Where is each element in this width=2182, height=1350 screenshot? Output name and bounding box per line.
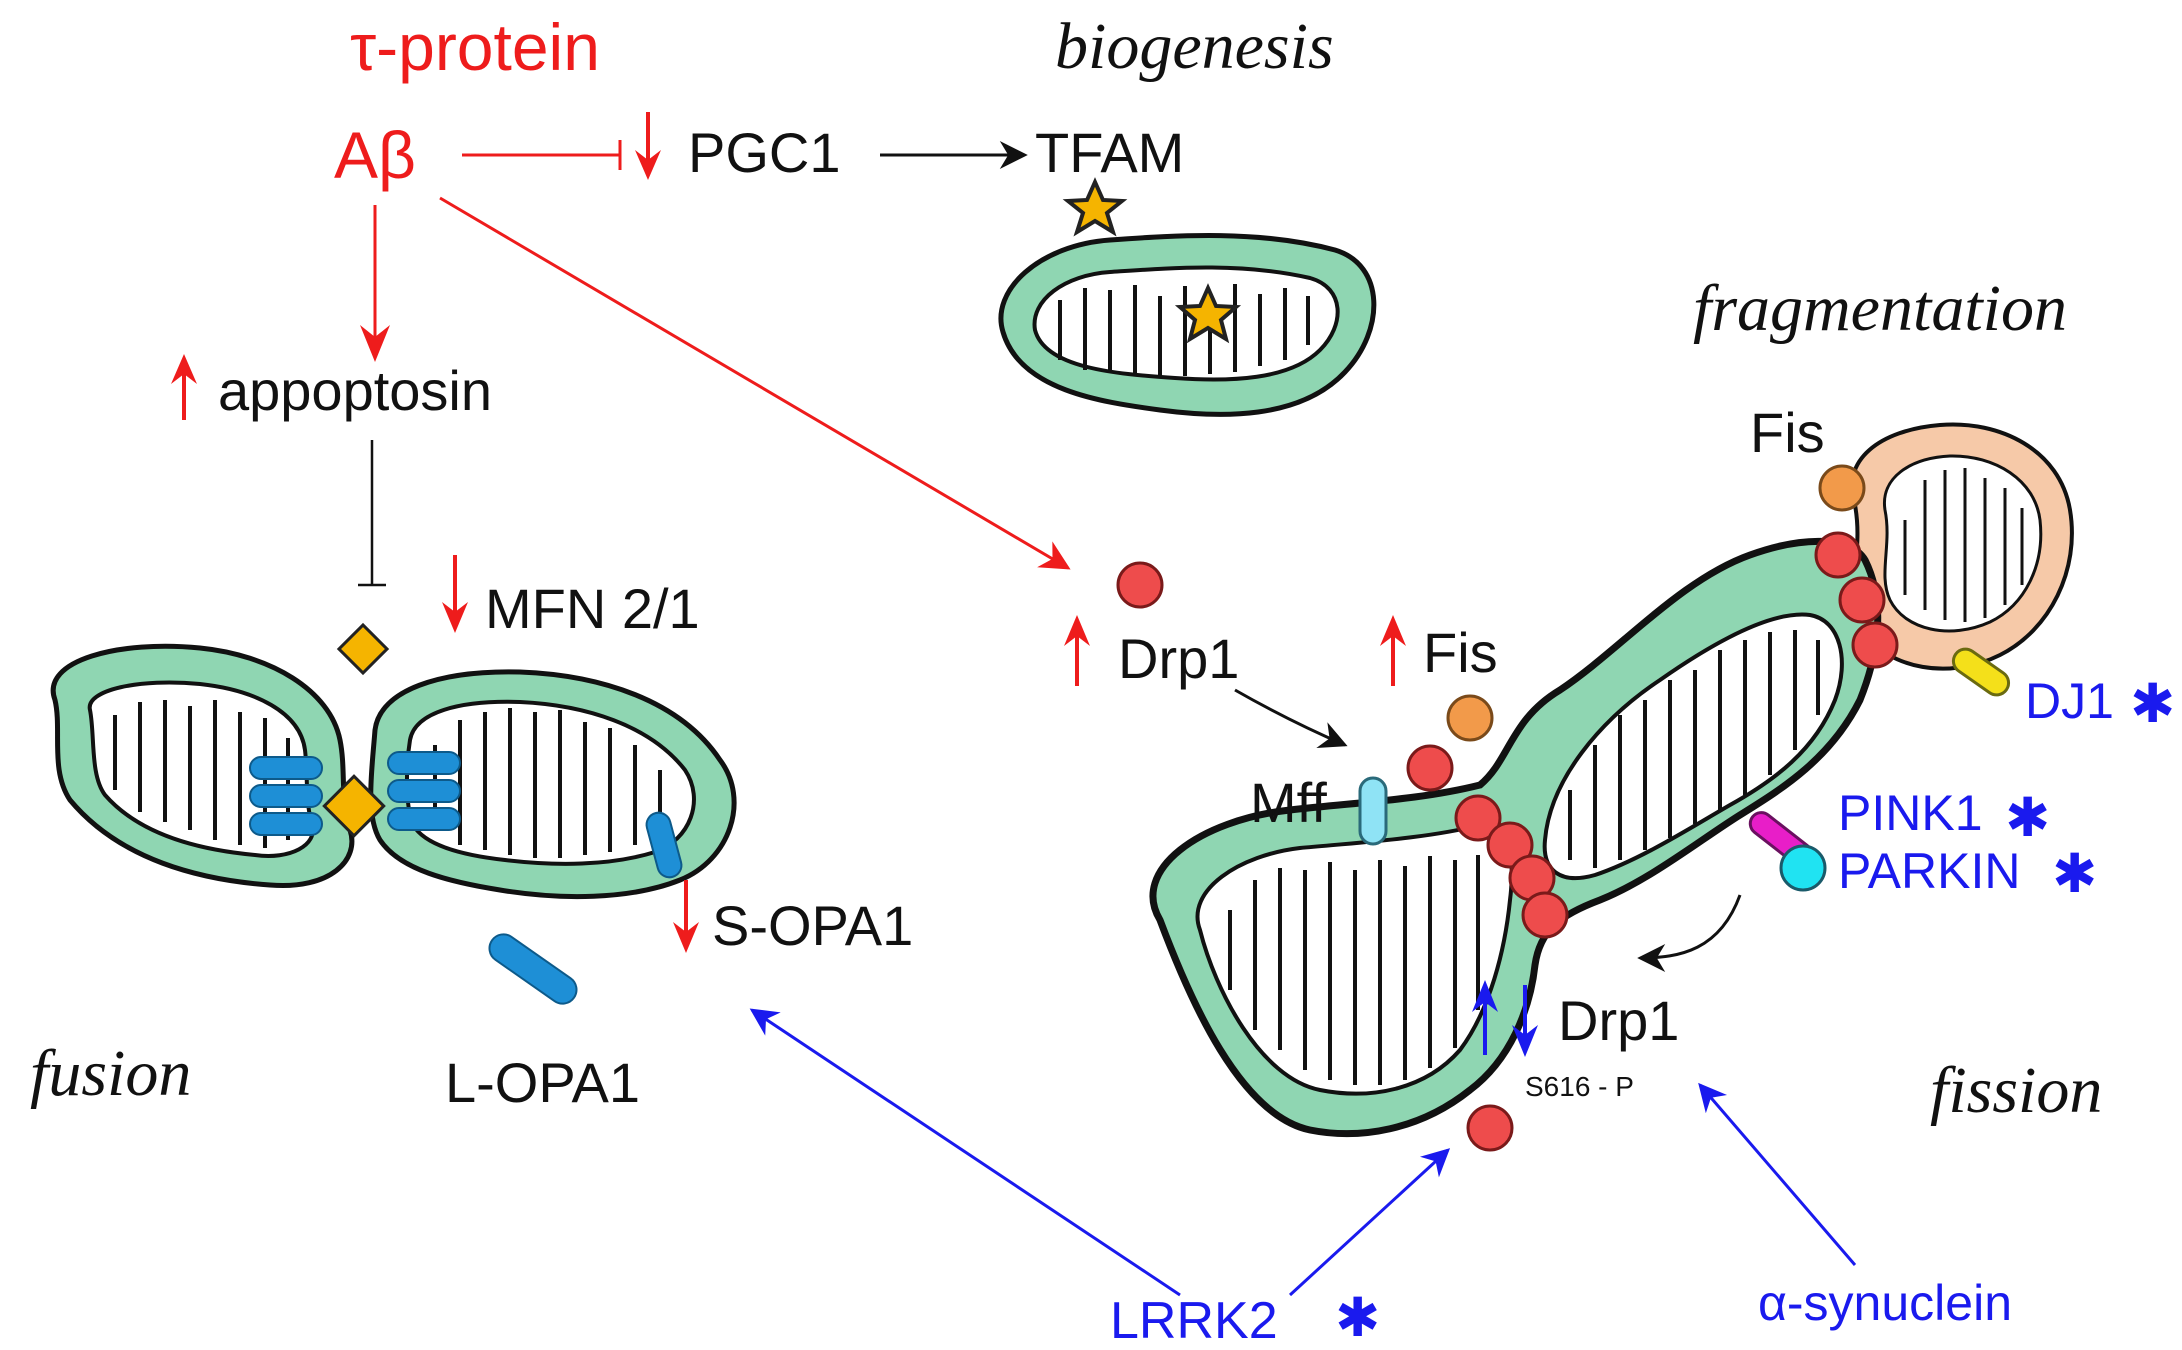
lrrk2-to-s-opa1-arrow [749, 1008, 1181, 1297]
drp1-top-label: Drp1 [1118, 627, 1239, 690]
pink1-label: PINK1 [1838, 785, 1983, 841]
mfn-diamond-top [336, 622, 390, 676]
mff-receptor [1358, 776, 1388, 846]
lrrk2-asterisk: ✱ [1335, 1288, 1380, 1348]
asyn-label: α-synuclein [1758, 1275, 2012, 1331]
parkin-asterisk: ✱ [2052, 844, 2097, 904]
phospho-drp1-circle [1466, 1104, 1514, 1152]
parkin-protein [1779, 844, 1827, 892]
lrrk2-to-drp1-arrow [1288, 1148, 1451, 1297]
drp1-circle-top [1116, 561, 1164, 609]
mff-label: Mff [1250, 771, 1327, 834]
mfn-label: MFN 2/1 [485, 577, 700, 640]
pink1-to-drp1-arrow [1637, 894, 1742, 972]
abeta-label: Aβ [334, 118, 416, 192]
l-opa1-label: L-OPA1 [445, 1051, 640, 1114]
s616-label: S616 - P [1525, 1071, 1634, 1102]
dj1-asterisk: ✱ [2130, 674, 2175, 734]
drp1-bottom-label: Drp1 [1558, 989, 1679, 1052]
biogenesis-mitochondrion [998, 233, 1377, 417]
fusion-label: fusion [30, 1037, 191, 1110]
biogenesis-label: biogenesis [1055, 10, 1334, 83]
drp1-up-arrow [1064, 615, 1090, 686]
s-opa1-label: S-OPA1 [712, 894, 913, 957]
drp1-blue-down-arrow [1512, 985, 1538, 1057]
fis-circle-top [1818, 464, 1866, 512]
parkin-label: PARKIN [1838, 843, 2020, 899]
mfn-down-arrow [442, 555, 468, 633]
pgc1-down-arrow [635, 112, 661, 180]
fragmentation-label: fragmentation [1693, 272, 2067, 345]
abeta-to-drp1-arrow [439, 196, 1071, 570]
mfn-diamond-center [322, 774, 386, 838]
opa1-oligomers [249, 751, 683, 879]
fragment-mitochondrion-peach [1849, 422, 2074, 671]
drp1-recruitment-arrow [1234, 688, 1348, 748]
abeta-to-appoptosin-arrow [360, 205, 390, 362]
pink1-asterisk: ✱ [2005, 788, 2050, 848]
drp1-ring [1406, 531, 1899, 939]
tfam-label: TFAM [1035, 121, 1184, 184]
pgc1-label: PGC1 [688, 121, 841, 184]
asyn-to-drp1-arrow [1698, 1082, 1857, 1266]
tau-protein-label: τ-protein [350, 10, 600, 84]
fis-top-label: Fis [1750, 401, 1825, 464]
fis-up-arrow [1380, 615, 1406, 686]
l-opa1-rod [488, 933, 578, 1005]
drp1-blue-up-arrow [1472, 980, 1498, 1055]
matrix-star-icon [1174, 283, 1242, 344]
fission-label: fission [1930, 1054, 2102, 1127]
dj1-label: DJ1 [2025, 673, 2114, 729]
appoptosin-inhibits-mfn [358, 440, 386, 587]
fis-left-label: Fis [1423, 621, 1498, 684]
tfam-star-icon [1062, 177, 1128, 237]
s-opa1-down-arrow [673, 880, 699, 953]
lrrk2-label: LRRK2 [1110, 1292, 1278, 1350]
abeta-inhibits-pgc1 [462, 140, 622, 170]
fis-circle-left [1446, 694, 1494, 742]
dj1-protein [1951, 647, 2011, 697]
appoptosin-label: appoptosin [218, 359, 492, 422]
appoptosin-up-arrow [171, 354, 197, 420]
